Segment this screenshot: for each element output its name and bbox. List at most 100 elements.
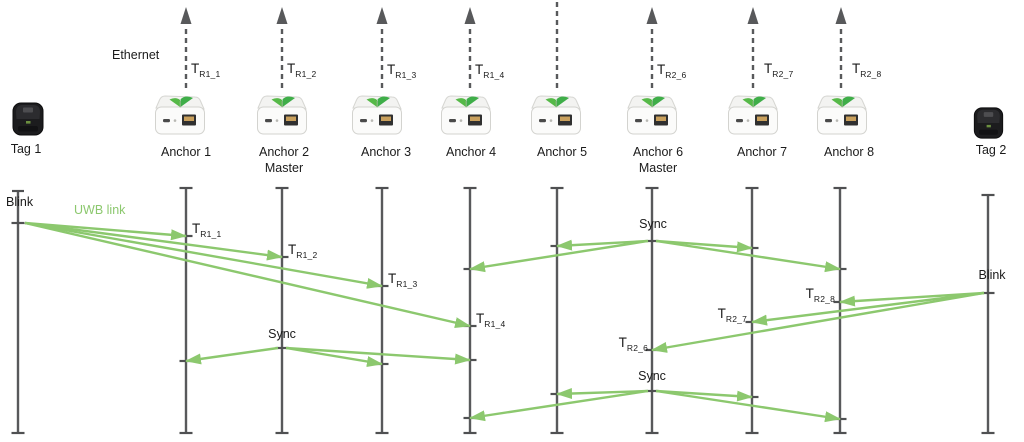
sync-anchor6-bottom-arrows [469, 388, 841, 423]
timeline-tag2 [981, 193, 995, 435]
t-symbol: T [388, 271, 397, 286]
timeline-anchor5 [550, 186, 564, 435]
t-symbol: T [288, 242, 297, 257]
ts-label-tl-tr2-6: TR2_6 [619, 335, 648, 353]
ethernet-link-anchor3 [376, 7, 388, 88]
anchor6-label: Anchor 6 [632, 145, 684, 159]
t-subscript: R1_3 [396, 279, 418, 289]
timeline-anchor1 [179, 186, 193, 435]
anchor3-label: Anchor 3 [360, 145, 412, 159]
t-subscript: R2_7 [772, 69, 794, 79]
anchor1-device [155, 95, 205, 135]
tag1-label: Tag 1 [10, 142, 42, 156]
ts-label-top-tr1-1: TR1_1 [191, 61, 220, 79]
sync-anchor2-arrows [185, 346, 471, 367]
t-subscript: R2_7 [725, 314, 747, 324]
ethernet-link-anchor1 [180, 7, 192, 88]
ethernet-link-anchor7 [747, 7, 759, 88]
t-symbol: T [618, 335, 627, 350]
up-arrow-icon [835, 7, 847, 24]
ethernet-links [180, 2, 847, 88]
up-arrow-icon [276, 7, 288, 24]
anchor2-label: Anchor 2 [258, 145, 310, 159]
devices [12, 95, 1004, 139]
tag1-blink-label: Blink [6, 195, 34, 209]
t-symbol: T [475, 62, 484, 77]
up-arrow-icon [646, 7, 658, 24]
ts-label-top-tr2-6: TR2_6 [657, 62, 686, 80]
ts-label-tl-tr1-2: TR1_2 [288, 242, 317, 260]
t-subscript: R2_6 [665, 70, 687, 80]
anchor8-label: Anchor 8 [823, 145, 875, 159]
tag1-device [12, 102, 44, 136]
t-symbol: T [476, 311, 485, 326]
blink-tag2-arrows [651, 291, 985, 353]
ts-label-top-tr2-7: TR2_7 [764, 61, 793, 79]
t-symbol: T [805, 286, 814, 301]
ts-label-top-tr1-4: TR1_4 [475, 62, 504, 80]
t-subscript: R2_8 [813, 294, 835, 304]
sync-anchor2-label: Sync [268, 327, 296, 341]
t-subscript: R1_2 [296, 250, 318, 260]
timeline-anchor2 [275, 186, 289, 435]
t-subscript: R1_4 [484, 319, 506, 329]
t-symbol: T [192, 221, 201, 236]
up-arrow-icon [180, 7, 192, 24]
sync-anchor6-top-arrows [469, 239, 841, 273]
anchor7-label: Anchor 7 [736, 145, 788, 159]
anchor3-device [352, 95, 402, 135]
t-symbol: T [657, 62, 666, 77]
anchor4-device [441, 95, 491, 135]
ts-label-top-tr1-3: TR1_3 [387, 62, 416, 80]
blink-tag1-arrows [24, 221, 471, 328]
t-symbol: T [287, 61, 296, 76]
t-subscript: R2_6 [626, 343, 648, 353]
timeline-anchor3 [375, 186, 389, 435]
ethernet-link-anchor8 [835, 7, 847, 88]
ts-label-tl-tr2-8: TR2_8 [806, 286, 835, 304]
ts-label-tl-tr2-7: TR2_7 [718, 306, 747, 324]
up-arrow-icon [747, 7, 759, 24]
t-symbol: T [764, 61, 773, 76]
sync-anchor6-top-label: Sync [639, 217, 667, 231]
t-subscript: R1_3 [395, 70, 417, 80]
t-subscript: R1_1 [200, 229, 222, 239]
up-arrow-icon [464, 7, 476, 24]
timeline-tag1 [11, 189, 25, 435]
up-arrow-icon [376, 7, 388, 24]
anchor1-label: Anchor 1 [160, 145, 212, 159]
ts-label-tl-tr1-4: TR1_4 [476, 311, 505, 329]
ethernet-link-anchor2 [276, 7, 288, 88]
uwb-arrows [24, 221, 985, 423]
uwb-link-label: UWB link [74, 203, 126, 217]
tag2-label: Tag 2 [975, 143, 1007, 157]
anchor7-device [728, 95, 778, 135]
tag2-blink-label: Blink [978, 268, 1006, 282]
anchor8-device [817, 95, 867, 135]
t-symbol: T [191, 61, 200, 76]
ethernet-link-anchor6 [646, 7, 658, 88]
anchor6-master-label: Master [638, 161, 678, 175]
ethernet-label: Ethernet [112, 48, 160, 62]
t-subscript: R1_2 [295, 69, 317, 79]
ts-label-top-tr1-2: TR1_2 [287, 61, 316, 79]
anchor4-label: Anchor 4 [445, 145, 497, 159]
t-symbol: T [852, 61, 861, 76]
t-symbol: T [387, 62, 396, 77]
t-symbol: T [717, 306, 726, 321]
ts-label-top-tr2-8: TR2_8 [852, 61, 881, 79]
t-subscript: R1_4 [483, 70, 505, 80]
sync-anchor6-bottom-label: Sync [638, 369, 666, 383]
timeline-anchor4 [463, 186, 477, 435]
t-subscript: R2_8 [860, 69, 882, 79]
anchor2-master-label: Master [264, 161, 304, 175]
tag2-device [973, 107, 1004, 139]
anchor5-label: Anchor 5 [536, 145, 588, 159]
anchor6-device [627, 95, 677, 135]
ts-label-tl-tr1-1: TR1_1 [192, 221, 221, 239]
ts-label-tl-tr1-3: TR1_3 [388, 271, 417, 289]
t-subscript: R1_1 [199, 69, 221, 79]
anchor2-device [257, 95, 307, 135]
